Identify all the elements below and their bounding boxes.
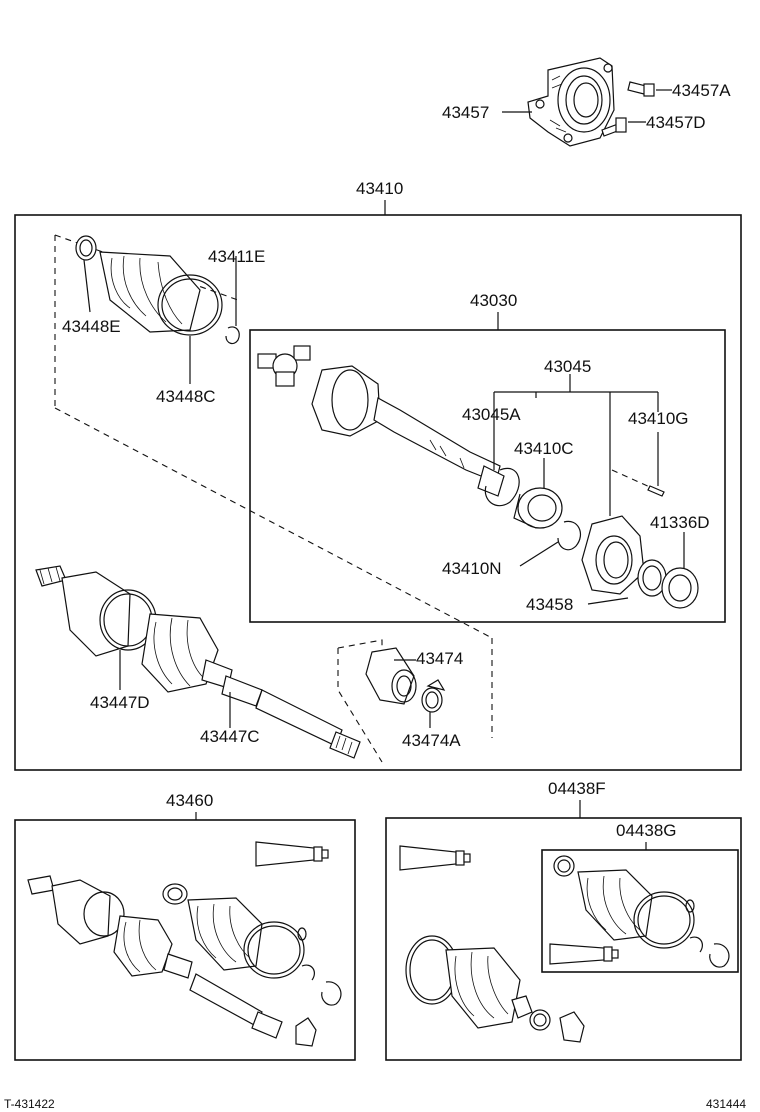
callout-04438G: 04438G [616, 821, 677, 840]
callout-43411E: 43411E [208, 247, 265, 266]
footer-left-ref: T-431422 [4, 1097, 55, 1111]
callout-04438F: 04438F [548, 779, 606, 798]
callout-43474A: 43474A [402, 731, 461, 750]
callout-43457: 43457 [442, 103, 489, 122]
assembly-box-04438F [385, 817, 742, 1061]
boot-kit-04438G [549, 855, 730, 968]
tripod-joint-part [257, 345, 311, 387]
callout-43460: 43460 [166, 791, 213, 810]
bearing-43410C [513, 487, 563, 529]
callout-43030: 43030 [470, 291, 517, 310]
callout-43410C: 43410C [514, 439, 574, 458]
bearing-bracket-part [527, 57, 615, 147]
callout-43410G: 43410G [628, 409, 689, 428]
grease-tube-04438F [399, 845, 471, 871]
footer-right-ref: 431444 [706, 1097, 746, 1111]
damper-43474 [365, 647, 417, 705]
callout-43457D: 43457D [646, 113, 706, 132]
callout-41336D: 41336D [650, 513, 710, 532]
seal-41336D [637, 559, 699, 609]
outer-boot-kit-parts [54, 234, 240, 408]
bolt-43457D [601, 117, 627, 137]
callout-43447D: 43447D [90, 693, 150, 712]
bolt-43457A [627, 81, 655, 97]
snap-ring-43410N [557, 520, 581, 551]
boot-kit-43460 [162, 883, 342, 1047]
outer-cv-shaft-assembly [35, 565, 383, 763]
inner-boot-kit-04438F [405, 935, 585, 1043]
assembly-box-43460 [14, 819, 356, 1061]
callout-43410N: 43410N [442, 559, 502, 578]
grease-tube-43460 [255, 841, 329, 867]
callout-43410: 43410 [356, 179, 403, 198]
callout-43447C: 43447C [200, 727, 260, 746]
dust-cover-43458 [581, 515, 645, 595]
snap-ring-43045A [484, 467, 520, 507]
assembly-box-43030 [249, 329, 726, 623]
inner-joint-housing-shaft [311, 365, 505, 497]
callout-43448E: 43448E [62, 317, 121, 336]
callout-43448C: 43448C [156, 387, 216, 406]
callout-43458: 43458 [526, 595, 573, 614]
drive-shaft-43460 [27, 875, 283, 1039]
callout-43457A: 43457A [672, 81, 731, 100]
callout-43045: 43045 [544, 357, 591, 376]
callout-43045A: 43045A [462, 405, 521, 424]
clamp-43474A [421, 679, 446, 713]
assembly-box-04438G [541, 849, 739, 973]
assembly-box-43410 [14, 214, 742, 771]
callout-43474: 43474 [416, 649, 463, 668]
pin-43410G [611, 469, 665, 497]
